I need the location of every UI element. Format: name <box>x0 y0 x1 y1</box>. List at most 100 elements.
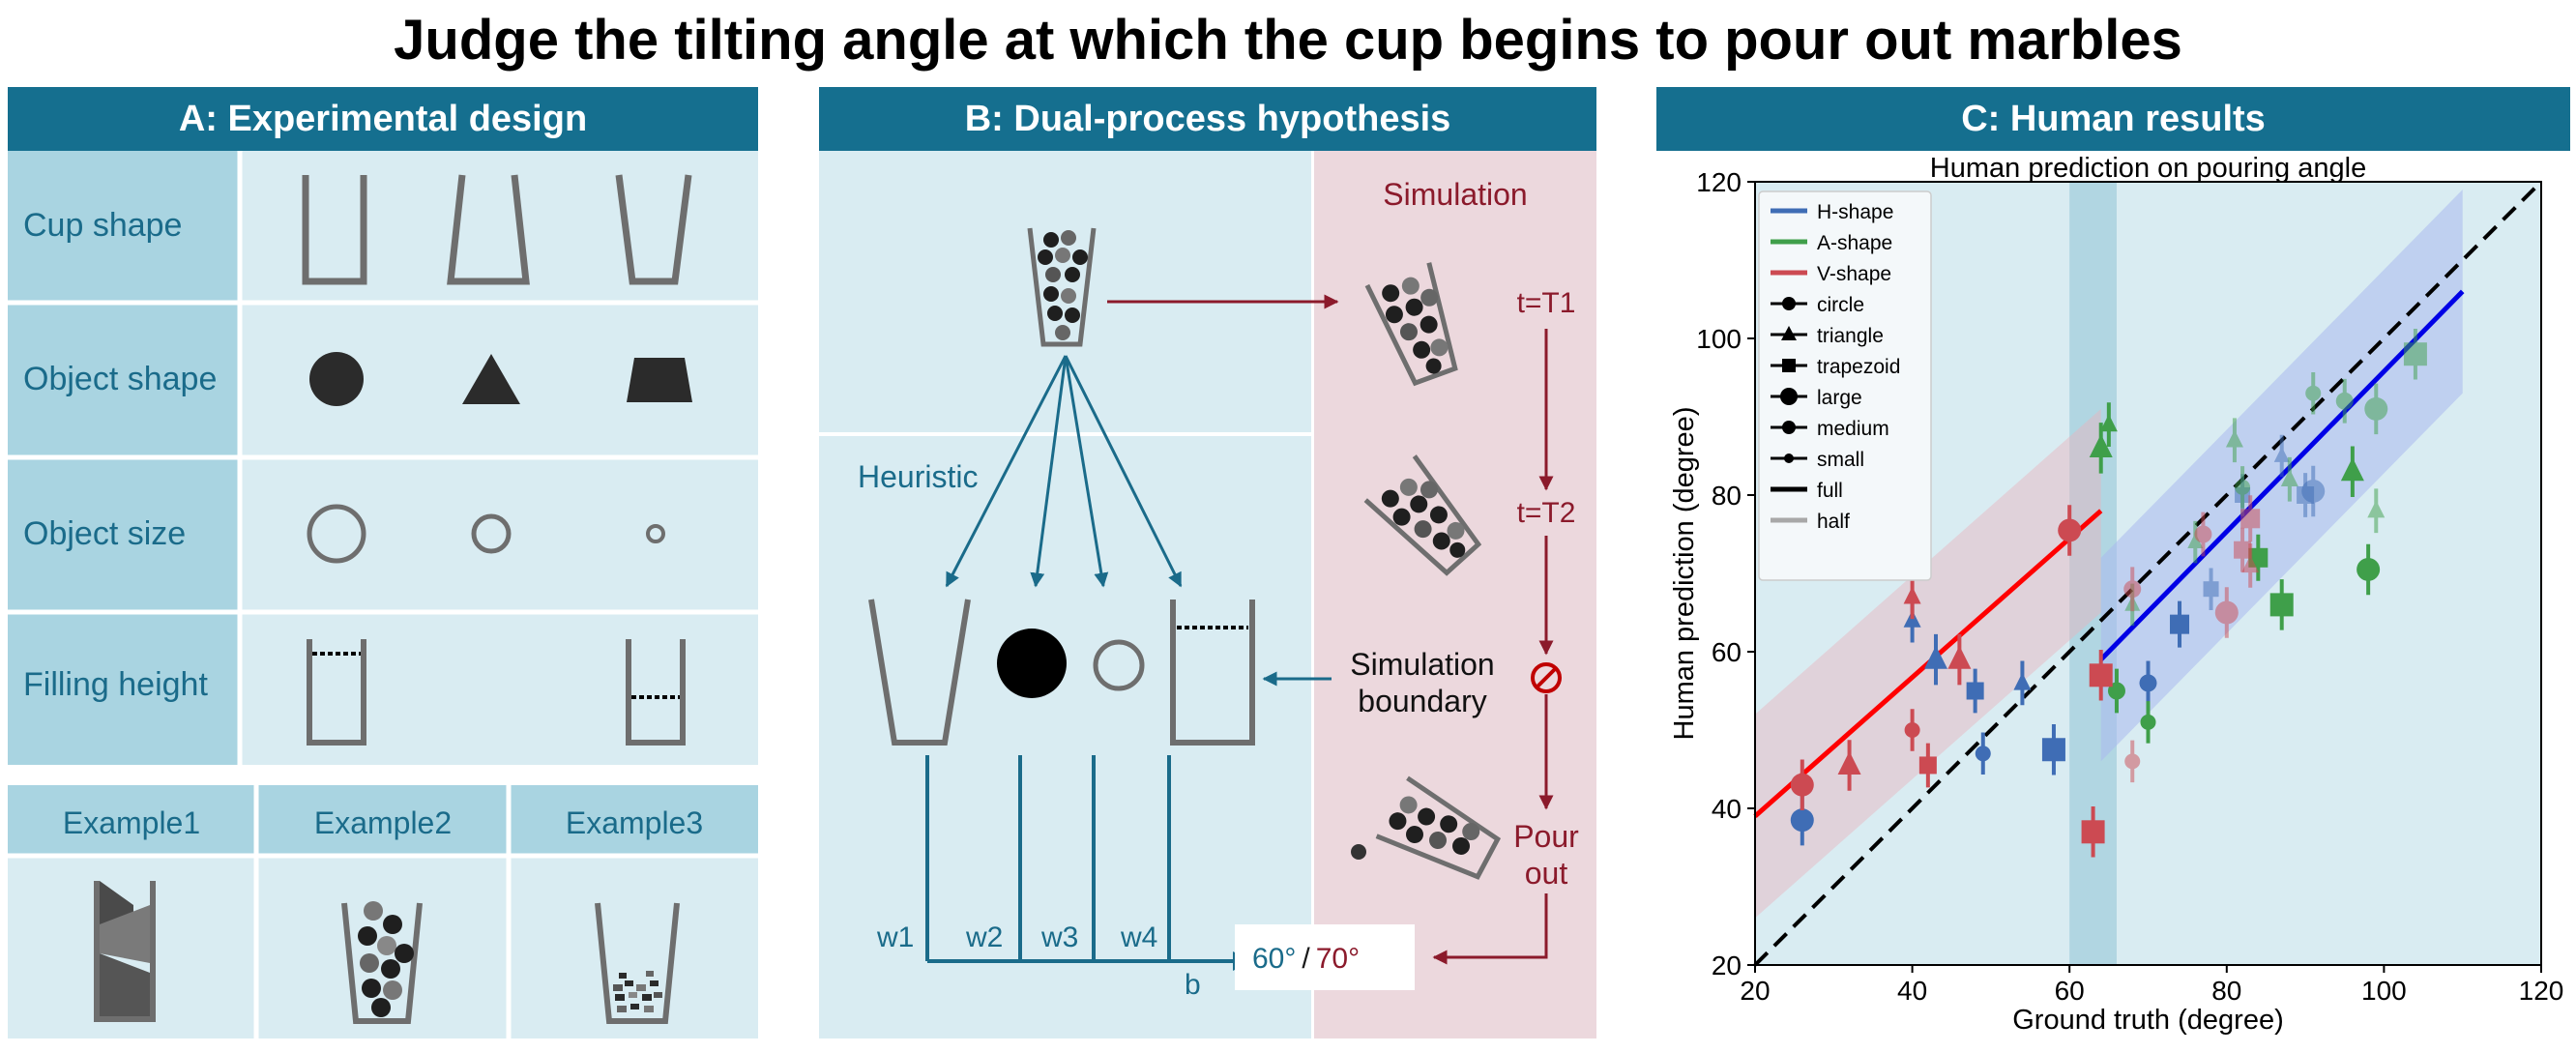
circle-object-icon <box>309 352 364 406</box>
data-point <box>1975 732 1991 775</box>
legend-label-v-shape: V-shape <box>1817 263 1891 285</box>
example2-marble-cup-image <box>341 901 423 1024</box>
data-point <box>2140 701 2156 744</box>
legend-swatch-medium <box>1771 421 1807 434</box>
data-point <box>1947 633 1972 686</box>
legend-label-a-shape: A-shape <box>1817 232 1892 254</box>
x-tick-label: 120 <box>2519 976 2564 1006</box>
data-point <box>2013 660 2032 706</box>
heuristic-arrow-1 <box>945 355 1068 588</box>
legend-swatch-small <box>1771 453 1807 463</box>
escaping-marble-icon <box>1351 844 1366 860</box>
object-shape-cue-icon <box>997 629 1067 698</box>
legend-label-small: small <box>1817 449 1864 471</box>
data-point <box>2301 465 2326 517</box>
data-point <box>2364 383 2388 435</box>
a-shape-cup-icon <box>447 174 530 285</box>
heuristic-label: Heuristic <box>858 459 978 494</box>
data-point <box>2234 527 2252 572</box>
data-point <box>1790 759 1814 810</box>
simulation-cup-pour-icon <box>1375 775 1502 880</box>
example1-trapezoid-stack-image <box>94 881 156 1022</box>
x-tick-label: 40 <box>1897 976 1927 1006</box>
y-axis-label: Human prediction (degree) <box>1669 407 1700 741</box>
y-tick-label: 40 <box>1712 794 1742 824</box>
cup-shape-cue-icon <box>868 599 971 746</box>
object-size-cue-icon <box>1093 639 1145 691</box>
y-tick-label: 120 <box>1696 167 1742 197</box>
full-fill-cup-icon <box>307 639 366 746</box>
pour-to-output-arrow <box>1432 893 1548 965</box>
data-point <box>2203 568 2219 610</box>
data-point <box>2041 724 2065 775</box>
legend-label-medium: medium <box>1817 418 1889 440</box>
panel-c-header: C: Human results <box>1656 87 2570 151</box>
data-point <box>2089 650 2113 701</box>
filling-height-cue-icon <box>1170 600 1255 746</box>
heuristic-arrow-4 <box>1064 355 1183 588</box>
data-point <box>2280 456 2298 502</box>
example1-label: Example1 <box>63 805 200 840</box>
figure-title: Judge the tilting angle at which the cup… <box>394 9 2182 72</box>
data-point <box>2269 579 2294 630</box>
output-angle-separator: / <box>1302 943 1310 975</box>
x-tick-label: 100 <box>2361 976 2407 1006</box>
weight-label-w4: w4 <box>1120 921 1157 953</box>
data-point <box>2335 378 2354 424</box>
data-point <box>2139 660 2157 706</box>
weight-label-w1: w1 <box>876 921 914 953</box>
chart-legend: H-shape A-shape V-shape circle triangle … <box>1758 190 1932 581</box>
x-tick-label: 20 <box>1740 976 1770 1006</box>
data-point <box>2058 505 2082 556</box>
data-point <box>1966 668 1984 714</box>
panel-b-header: B: Dual-process hypothesis <box>819 87 1596 151</box>
row-label-filling-height: Filling height <box>23 666 208 703</box>
data-point <box>2367 488 2386 534</box>
data-point <box>2305 371 2322 415</box>
row-label-object-size: Object size <box>23 515 186 552</box>
identity-diagonal-line <box>1753 180 2543 967</box>
chart-title: Human prediction on pouring angle <box>1930 153 2366 184</box>
legend-swatch-triangle <box>1771 326 1807 340</box>
legend-label-circle: circle <box>1817 294 1864 316</box>
legend-swatch-circle <box>1771 297 1807 310</box>
data-point <box>2241 543 2260 588</box>
panel-a-header: A: Experimental design <box>8 87 758 151</box>
v-shape-cup-icon <box>615 174 692 285</box>
x-tick-label: 80 <box>2211 976 2241 1006</box>
triangle-object-icon <box>462 354 520 404</box>
simulation-cup-t2-icon <box>1363 454 1482 576</box>
output-angle-text: 60°/70° <box>1252 943 1360 975</box>
output-angle-box <box>1235 924 1415 990</box>
weight-label-w2: w2 <box>965 921 1003 953</box>
weight-label-w3: w3 <box>1040 921 1078 953</box>
data-point <box>2170 600 2190 648</box>
t1-label: t=T1 <box>1517 287 1576 319</box>
stop-boundary-icon <box>1531 662 1562 693</box>
heuristic-arrow-3 <box>1064 355 1109 588</box>
output-angle-simulation: 70° <box>1316 943 1360 975</box>
data-point <box>1837 740 1861 791</box>
data-point <box>2235 466 2251 509</box>
data-point <box>1904 709 1920 751</box>
legend-label-large: large <box>1817 387 1862 409</box>
legend-label-half: half <box>1817 511 1850 533</box>
y-tick-label: 80 <box>1712 481 1742 511</box>
data-point <box>2214 587 2239 638</box>
data-point <box>1903 574 1921 620</box>
pour-out-label-line1: Pour <box>1513 819 1579 854</box>
legend-swatch-trapezoid <box>1771 359 1807 372</box>
simulation-region <box>1314 151 1596 1038</box>
half-fill-cup-icon <box>626 639 686 746</box>
data-point <box>2194 512 2212 557</box>
data-point <box>2403 328 2427 380</box>
data-point <box>2124 740 2141 783</box>
output-angle-heuristic: 60° <box>1252 943 1296 975</box>
legend-label-trapezoid: trapezoid <box>1817 356 1900 378</box>
heuristic-arrow-2 <box>1030 355 1068 588</box>
row-label-object-shape: Object shape <box>23 361 217 397</box>
legend-box <box>1758 190 1932 581</box>
plot-frame <box>1754 181 2542 966</box>
